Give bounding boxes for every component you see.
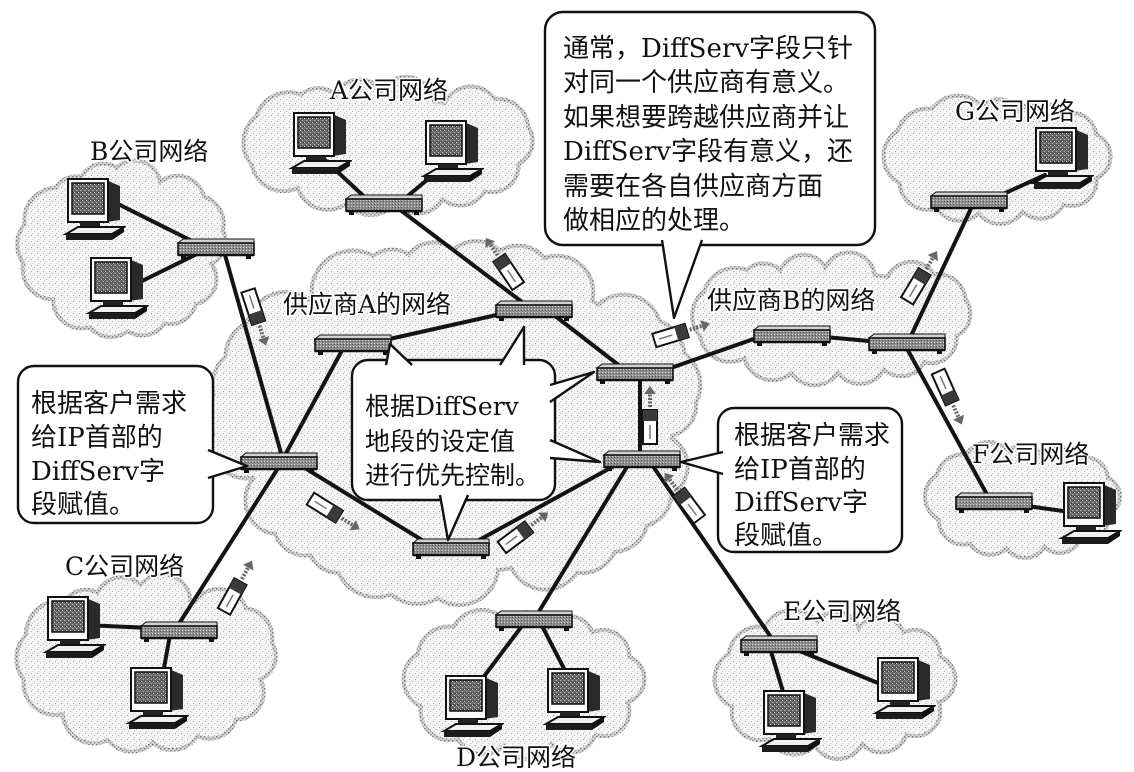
company-a-label: A公司网络 [329,76,448,105]
link-line [468,458,627,547]
callout-text: 根据客户需求 [31,389,187,419]
provider-a-label: 供应商A的网络 [283,290,451,319]
company-f-computer-icon [1061,482,1121,545]
callout-left-box [16,364,215,525]
callout-right: 根据客户需求 给IP首部的 DiffServ字 段赋值。 [679,406,904,554]
company-d-computer-icon [545,668,605,731]
cloud-company-d [401,607,647,761]
callout-left: 根据客户需求 给IP首部的 DiffServ字 段赋值。 [16,364,249,525]
link-line [118,203,202,247]
company-a-computer-icon [423,120,483,183]
callout-text: DiffServ字段有意义，还 [563,137,853,167]
company-c-computer-icon [45,596,105,659]
company-e-computer-icon [875,657,935,720]
company-b-computer-icon [88,257,148,320]
company-d-computer-icon [443,675,503,738]
company-b-router-icon [177,238,255,260]
link-line [283,343,347,457]
callout-center: 根据DiffServ 地段的设定值 进行优先控制。 [350,325,602,542]
callout-text: 段赋值。 [734,521,838,551]
callout-tail [660,239,704,320]
provider-a-router-icon [240,452,318,474]
provider-a-router-icon [412,538,490,560]
callout-text: 通常，DiffServ字段只针 [563,34,853,64]
link-line [383,310,512,342]
provider-b-label: 供应商B的网络 [707,286,875,315]
company-d-label: D公司网络 [456,743,576,772]
callout-text: 如果想要跨越供应商并让 [563,103,849,133]
packet-icon [929,366,971,430]
callout-tail [498,325,526,366]
company-g-router-icon [930,191,1008,213]
company-e-computer-icon [761,690,821,753]
provider-b-router-icon [753,325,831,347]
link-line [663,333,767,372]
callout-text: 对同一个供应商有意义。 [563,68,849,98]
callout-text: 做相应的处理。 [563,206,745,236]
provider-a-router-icon [314,334,392,356]
callout-tail [549,370,596,403]
callout-top-box [543,10,877,247]
callout-tail [207,448,249,480]
callout-tail [549,438,602,464]
callout-text: 段赋值。 [31,490,135,520]
callout-text: 地段的设定值 [365,427,515,456]
link-line [393,204,532,310]
link-line [903,343,992,502]
callout-right-box [716,406,904,554]
company-c-label: C公司网络 [65,552,184,581]
callout-text: 进行优先控制。 [365,461,540,490]
callout-text: 给IP首部的 [734,455,866,485]
company-f-router-icon [955,492,1033,514]
link-line [533,460,632,620]
callout-text: 根据DiffServ [365,392,520,421]
link-line [548,310,627,372]
company-c-computer-icon [128,667,188,730]
callout-text: DiffServ字 [734,488,868,518]
company-a-computer-icon [291,112,351,175]
callout-text: DiffServ字 [31,457,165,487]
provider-a-router-icon [596,363,674,385]
provider-b-router-icon [868,333,946,355]
company-g-computer-icon [1033,127,1093,190]
network-labels: A公司网络 B公司网络 G公司网络 供应商A的网络 供应商B的网络 F公司网络 … [64,75,1091,772]
link-line [298,463,437,550]
link-line [908,198,977,340]
link-line [223,253,285,462]
company-b-computer-icon [65,178,125,241]
company-a-router-icon [345,194,423,216]
company-f-label: F公司网络 [972,440,1089,469]
callout-tail [384,342,413,366]
link-line [648,460,777,645]
provider-a-router-icon [495,300,573,322]
callout-text: 根据客户需求 [734,421,890,451]
provider-a-router-icon [603,450,681,472]
callout-tail [438,494,470,542]
callout-text: 给IP首部的 [31,423,163,453]
company-c-router-icon [140,621,218,643]
company-g-label: G公司网络 [955,97,1075,126]
company-e-label: E公司网络 [783,597,901,626]
company-e-router-icon [740,635,818,657]
callout-text: 需要在各自供应商方面 [563,172,823,202]
callout-tail [679,450,724,476]
company-d-router-icon [495,610,573,632]
company-b-label: B公司网络 [90,137,208,166]
callout-top: 通常，DiffServ字段只针 对同一个供应商有意义。 如果想要跨越供应商并让 … [543,10,877,320]
link-line [173,463,282,632]
